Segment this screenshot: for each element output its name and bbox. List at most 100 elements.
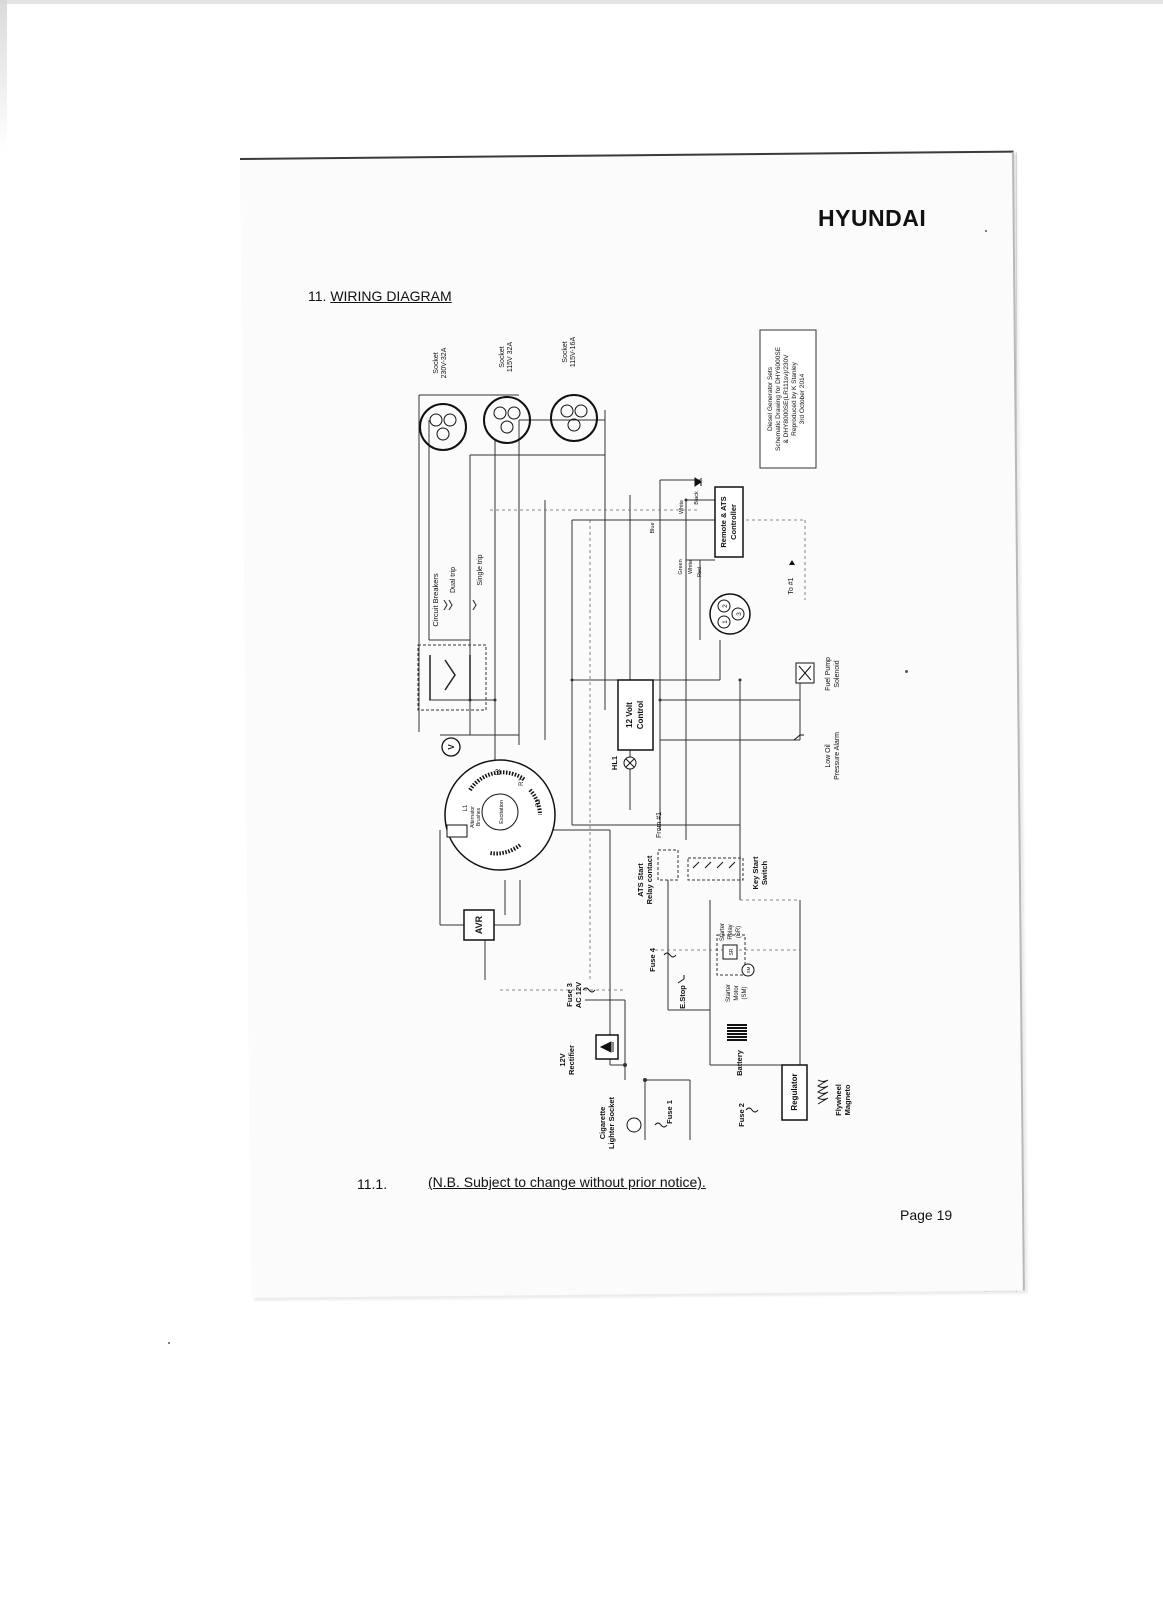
title-line5: 3rd October 2014 [799, 373, 806, 424]
hl1-label: HL1 [610, 756, 619, 770]
title-line4: Reproduced by K Stanley [791, 361, 798, 435]
remote-ats-controller: Remote & ATS Controller Black White Blue… [650, 477, 795, 595]
alternator: Excitation Alternator Brushes L1 L2 R1 R… [444, 759, 556, 871]
flywheel-line1: Flywheel [834, 1084, 843, 1116]
starter-relay-line3: (SR) [736, 926, 742, 938]
rectifier: 12V Rectifier [558, 1034, 619, 1075]
fuel-pump-solenoid: Fuel Pump Solenoid [795, 657, 841, 691]
title-line1: Diesel Generator Sets [767, 366, 774, 431]
note-number: 11.1. [357, 1176, 388, 1192]
fuel-pump-line2: Solenoid [834, 660, 841, 687]
pin-3-label: 3 [736, 612, 743, 616]
socket-115v-32a-label2: 115V 32A [507, 342, 514, 373]
brushes-line2: Brushes [476, 807, 482, 826]
brand-logo: HYUNDAI [818, 205, 927, 231]
page-number: Page 19 [900, 1207, 953, 1223]
flywheel-line2: Magneto [843, 1084, 852, 1115]
ats-relay-line1: ATS Start [636, 863, 645, 897]
rectifier-line2: Rectifier [567, 1045, 576, 1075]
cig-line1: Cigarette [598, 1107, 607, 1140]
three-pin-connector: 1 2 3 [709, 593, 751, 635]
lamp-icon [625, 758, 635, 768]
title-line3: & DHY8000SE(LR111sv)/230V [783, 354, 790, 444]
socket-115v-16a: Socket 115V-16A [550, 337, 598, 442]
to-1-label: To #1 [788, 577, 795, 594]
single-trip-label: Single trip [477, 554, 484, 585]
r1-label: R1 [519, 778, 525, 786]
socket-115v-16a-label2: 115V-16A [570, 337, 577, 368]
estop-label: E.Stop [678, 985, 687, 1009]
wire-white-label: White [688, 560, 694, 574]
low-oil-line1: Low Oil [825, 744, 832, 768]
fuse-1: Fuse 1 [654, 1100, 674, 1128]
title-line2: Schematic Drawing for DHY6000SE [775, 346, 782, 451]
flywheel-magneto: Flywheel Magneto [817, 1079, 852, 1116]
socket-115v-32a-label1: Socket [499, 346, 506, 367]
regulator-label: Regulator [790, 1073, 799, 1110]
fuse-3: Fuse 3 AC 12V [565, 982, 596, 1008]
starter-motor-line2: Motor [734, 985, 740, 1000]
fuse3-line1: Fuse 3 [565, 983, 574, 1007]
wire-white-top-label: White [679, 500, 685, 514]
socket-115v-16a-label1: Socket [562, 341, 569, 362]
wire-junctions [468, 498, 742, 1082]
rectifier-line1: 12V [558, 1053, 567, 1066]
note-text: (N.B. Subject to change without prior no… [428, 1174, 706, 1190]
socket-230v-label2: 230V-32A [441, 347, 448, 378]
diode-icon [694, 477, 702, 487]
scan-speck [168, 1342, 170, 1344]
fuse2-label: Fuse 2 [737, 1103, 746, 1127]
l1-label: L1 [463, 804, 469, 811]
low-oil-line2: Pressure Alarm [834, 732, 841, 780]
low-oil-pressure-alarm: Low Oil Pressure Alarm [793, 732, 841, 780]
starter-motor-line3: (SM) [742, 987, 748, 1000]
section-heading: 11. WIRING DIAGRAM [308, 288, 452, 304]
starter-motor: SM Starter Motor (SM) [726, 963, 755, 1002]
cigarette-lighter-socket: Cigarette Lighter Socket [598, 1096, 642, 1149]
avr-label: AVR [474, 915, 484, 934]
ats-relay-line2: Relay contact [645, 855, 654, 904]
cig-line2: Lighter Socket [607, 1096, 616, 1149]
voltmeter: V [441, 737, 461, 757]
regulator: Regulator [781, 1064, 808, 1121]
avr-unit: AVR [463, 909, 495, 941]
r2-label: R2 [536, 799, 542, 807]
socket-230v-label1: Socket [433, 352, 440, 373]
remote-ats-line2: Controller [729, 504, 738, 540]
key-switch-line1: Key Start [751, 856, 760, 889]
drawing-title-block: Diesel Generator Sets Schematic Drawing … [759, 329, 817, 469]
from-1-label: From #1 [656, 812, 663, 838]
starter-relay: SR Starter Relay (SR) [716, 923, 746, 976]
excitation-label: Excitation [499, 800, 505, 824]
starter-motor-line1: Starter [726, 984, 732, 1002]
wire-green-label: Green [678, 559, 684, 574]
pin-1-label: 1 [722, 620, 729, 624]
scan-edge [0, 0, 1163, 4]
voltmeter-label: V [447, 744, 456, 750]
battery-label: Battery [735, 1049, 744, 1076]
fuse1-label: Fuse 1 [665, 1100, 674, 1124]
wire-black-label: Black [694, 491, 700, 505]
sr-code: SR [729, 948, 735, 955]
battery: Battery [727, 1024, 747, 1076]
starter-relay-line1: Starter [720, 923, 726, 941]
key-switch-line2: Switch [760, 860, 769, 885]
pin-2-label: 2 [722, 604, 729, 608]
fuse-2: Fuse 2 [737, 1103, 759, 1127]
fuse4-label: Fuse 4 [648, 947, 657, 972]
section-number: 11. [308, 288, 327, 304]
wire-red-label: Red [697, 567, 703, 577]
control12v-line2: Control [636, 701, 645, 729]
fuse-4: Fuse 4 [648, 947, 677, 972]
wire-blue-label: Blue [650, 522, 656, 533]
circuit-breakers-label: Circuit Breakers [431, 573, 440, 627]
socket-230v: Socket 230V-32A [419, 347, 467, 451]
section-title: WIRING DIAGRAM [330, 288, 452, 304]
starter-relay-line2: Relay [728, 924, 734, 939]
emergency-stop: E.Stop [677, 975, 687, 1009]
remote-ats-line1: Remote & ATS [719, 496, 728, 547]
arrow-icon [789, 560, 795, 565]
l2-label: L2 [496, 768, 502, 775]
twelve-volt-control: 12 Volt Control HL1 [610, 679, 654, 770]
